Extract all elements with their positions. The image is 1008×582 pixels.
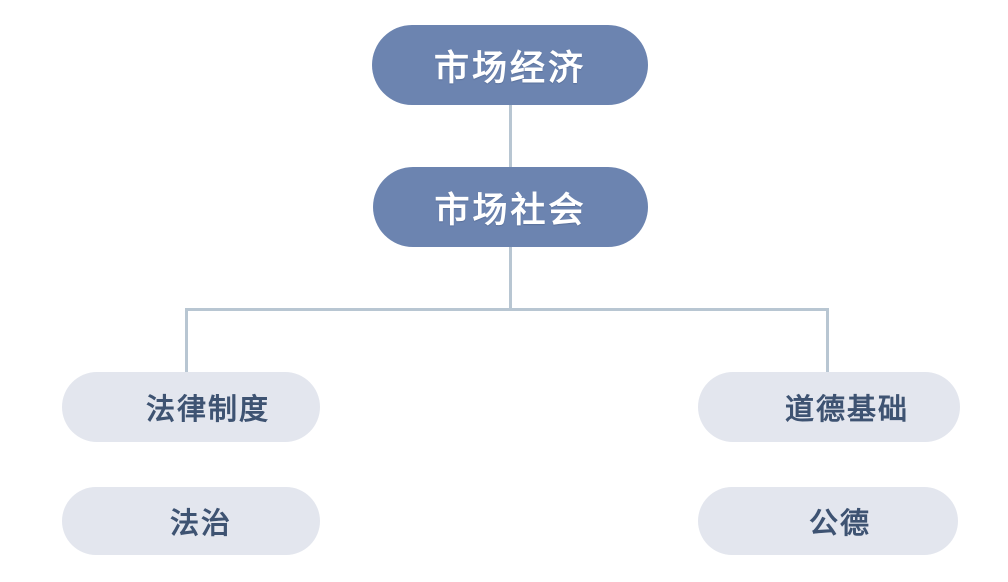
- node-legal-system[interactable]: 法律制度: [62, 372, 320, 442]
- node-rule-of-law[interactable]: 法治: [62, 487, 320, 555]
- node-moral-basis[interactable]: 道德基础: [698, 372, 960, 442]
- node-rule-of-law-label: 法治: [169, 508, 232, 540]
- node-moral-basis-label: 道德基础: [784, 394, 909, 426]
- node-market-economy-label: 市场经济: [433, 48, 586, 88]
- node-public-morality[interactable]: 公德: [698, 487, 958, 555]
- node-public-morality-label: 公德: [808, 508, 871, 540]
- node-market-economy[interactable]: 市场经济: [372, 25, 648, 105]
- node-market-society-label: 市场社会: [434, 190, 587, 230]
- node-legal-system-label: 法律制度: [145, 394, 270, 426]
- node-market-society[interactable]: 市场社会: [373, 167, 648, 247]
